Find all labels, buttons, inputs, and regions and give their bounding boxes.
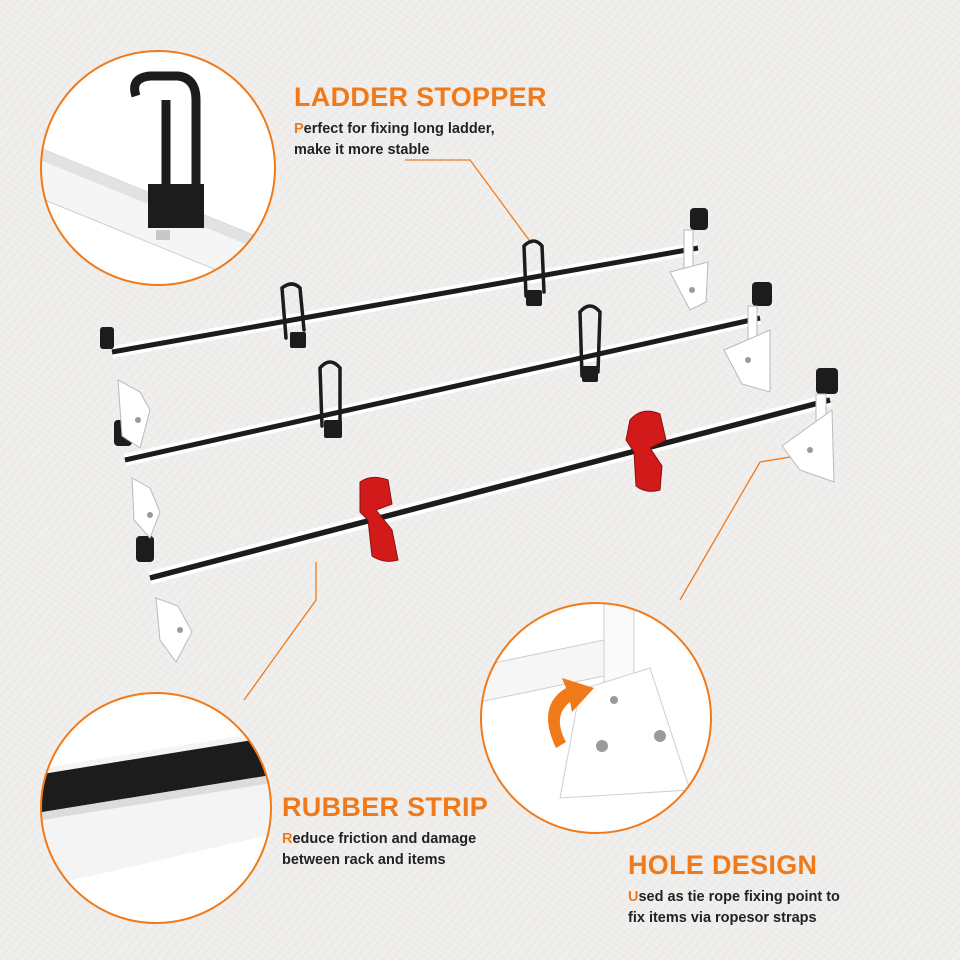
- callout-title-ladder-stopper: LADDER STOPPER: [294, 82, 547, 112]
- leader-line-ladder: [405, 159, 533, 245]
- stopper-middle-right: [578, 304, 602, 378]
- callout-initial: U: [628, 889, 639, 905]
- rack-bar-middle: [123, 312, 762, 466]
- end-cap-front-left: [136, 536, 154, 562]
- detail-circle-ladder-stopper: [40, 50, 276, 286]
- callout-desc-line1: educe friction and damage: [292, 831, 477, 847]
- detail-circle-rubber-strip: [40, 692, 272, 924]
- callout-initial: R: [282, 831, 293, 847]
- callout-desc-ladder-stopper: Perfect for fixing long ladder, make it …: [294, 119, 594, 161]
- callout-desc-line2: between rack and items: [282, 852, 446, 869]
- stopper-back-left: [280, 282, 306, 340]
- leader-line-rubber: [243, 562, 317, 701]
- callout-title-rubber-strip: RUBBER STRIP: [282, 792, 489, 822]
- callout-desc-line1: sed as tie rope fixing point to: [638, 889, 840, 905]
- end-cap-back-left: [100, 327, 114, 349]
- stopper-bases: [290, 290, 598, 438]
- callout-hole-design: HOLE DESIGN Used as tie rope fixing poin…: [628, 852, 928, 929]
- callout-desc-rubber-strip: Reduce friction and damage between rack …: [282, 829, 562, 871]
- rubber-clamps: [359, 410, 667, 562]
- end-cap-front-right: [816, 368, 838, 394]
- bracket-holes: [135, 287, 813, 633]
- detail-circle-hole-design: [480, 602, 712, 834]
- stopper-middle-left: [318, 360, 342, 428]
- callout-desc-hole-design: Used as tie rope fixing point to fix ite…: [628, 887, 928, 929]
- curved-arrow-icon: [548, 678, 594, 748]
- leader-lines: [243, 159, 803, 701]
- end-caps: [100, 208, 838, 562]
- bracket-front-left: [155, 597, 193, 663]
- tie-hole: [596, 740, 608, 752]
- ladder-stoppers: [280, 239, 602, 428]
- brackets: [117, 229, 835, 663]
- callout-title-hole-design: HOLE DESIGN: [628, 850, 818, 880]
- callout-desc-line1: erfect for fixing long ladder,: [303, 121, 495, 137]
- callout-initial: P: [294, 121, 304, 137]
- clamp-left: [359, 476, 399, 562]
- rubber-strip-band: [41, 734, 271, 814]
- callout-rubber-strip: RUBBER STRIP Reduce friction and damage …: [282, 794, 562, 871]
- callout-desc-line2: fix items via ropesor straps: [628, 910, 817, 927]
- stopper-back-right: [522, 239, 546, 298]
- bracket-front-right: [781, 409, 835, 483]
- callout-ladder-stopper: LADDER STOPPER Perfect for fixing long l…: [294, 84, 594, 161]
- bracket-back-right: [669, 261, 709, 311]
- rack-bar-back: [110, 242, 700, 358]
- bracket-middle-left: [131, 477, 161, 539]
- end-cap-back-right: [690, 208, 708, 230]
- bracket-back-left: [117, 379, 151, 449]
- rack-bar-front: [148, 393, 832, 585]
- callout-desc-line2: make it more stable: [294, 142, 430, 159]
- ladder-stopper-hook-icon: [130, 71, 201, 196]
- clamp-right: [625, 410, 667, 492]
- end-cap-middle-right: [752, 282, 772, 306]
- leader-line-hole: [679, 454, 803, 601]
